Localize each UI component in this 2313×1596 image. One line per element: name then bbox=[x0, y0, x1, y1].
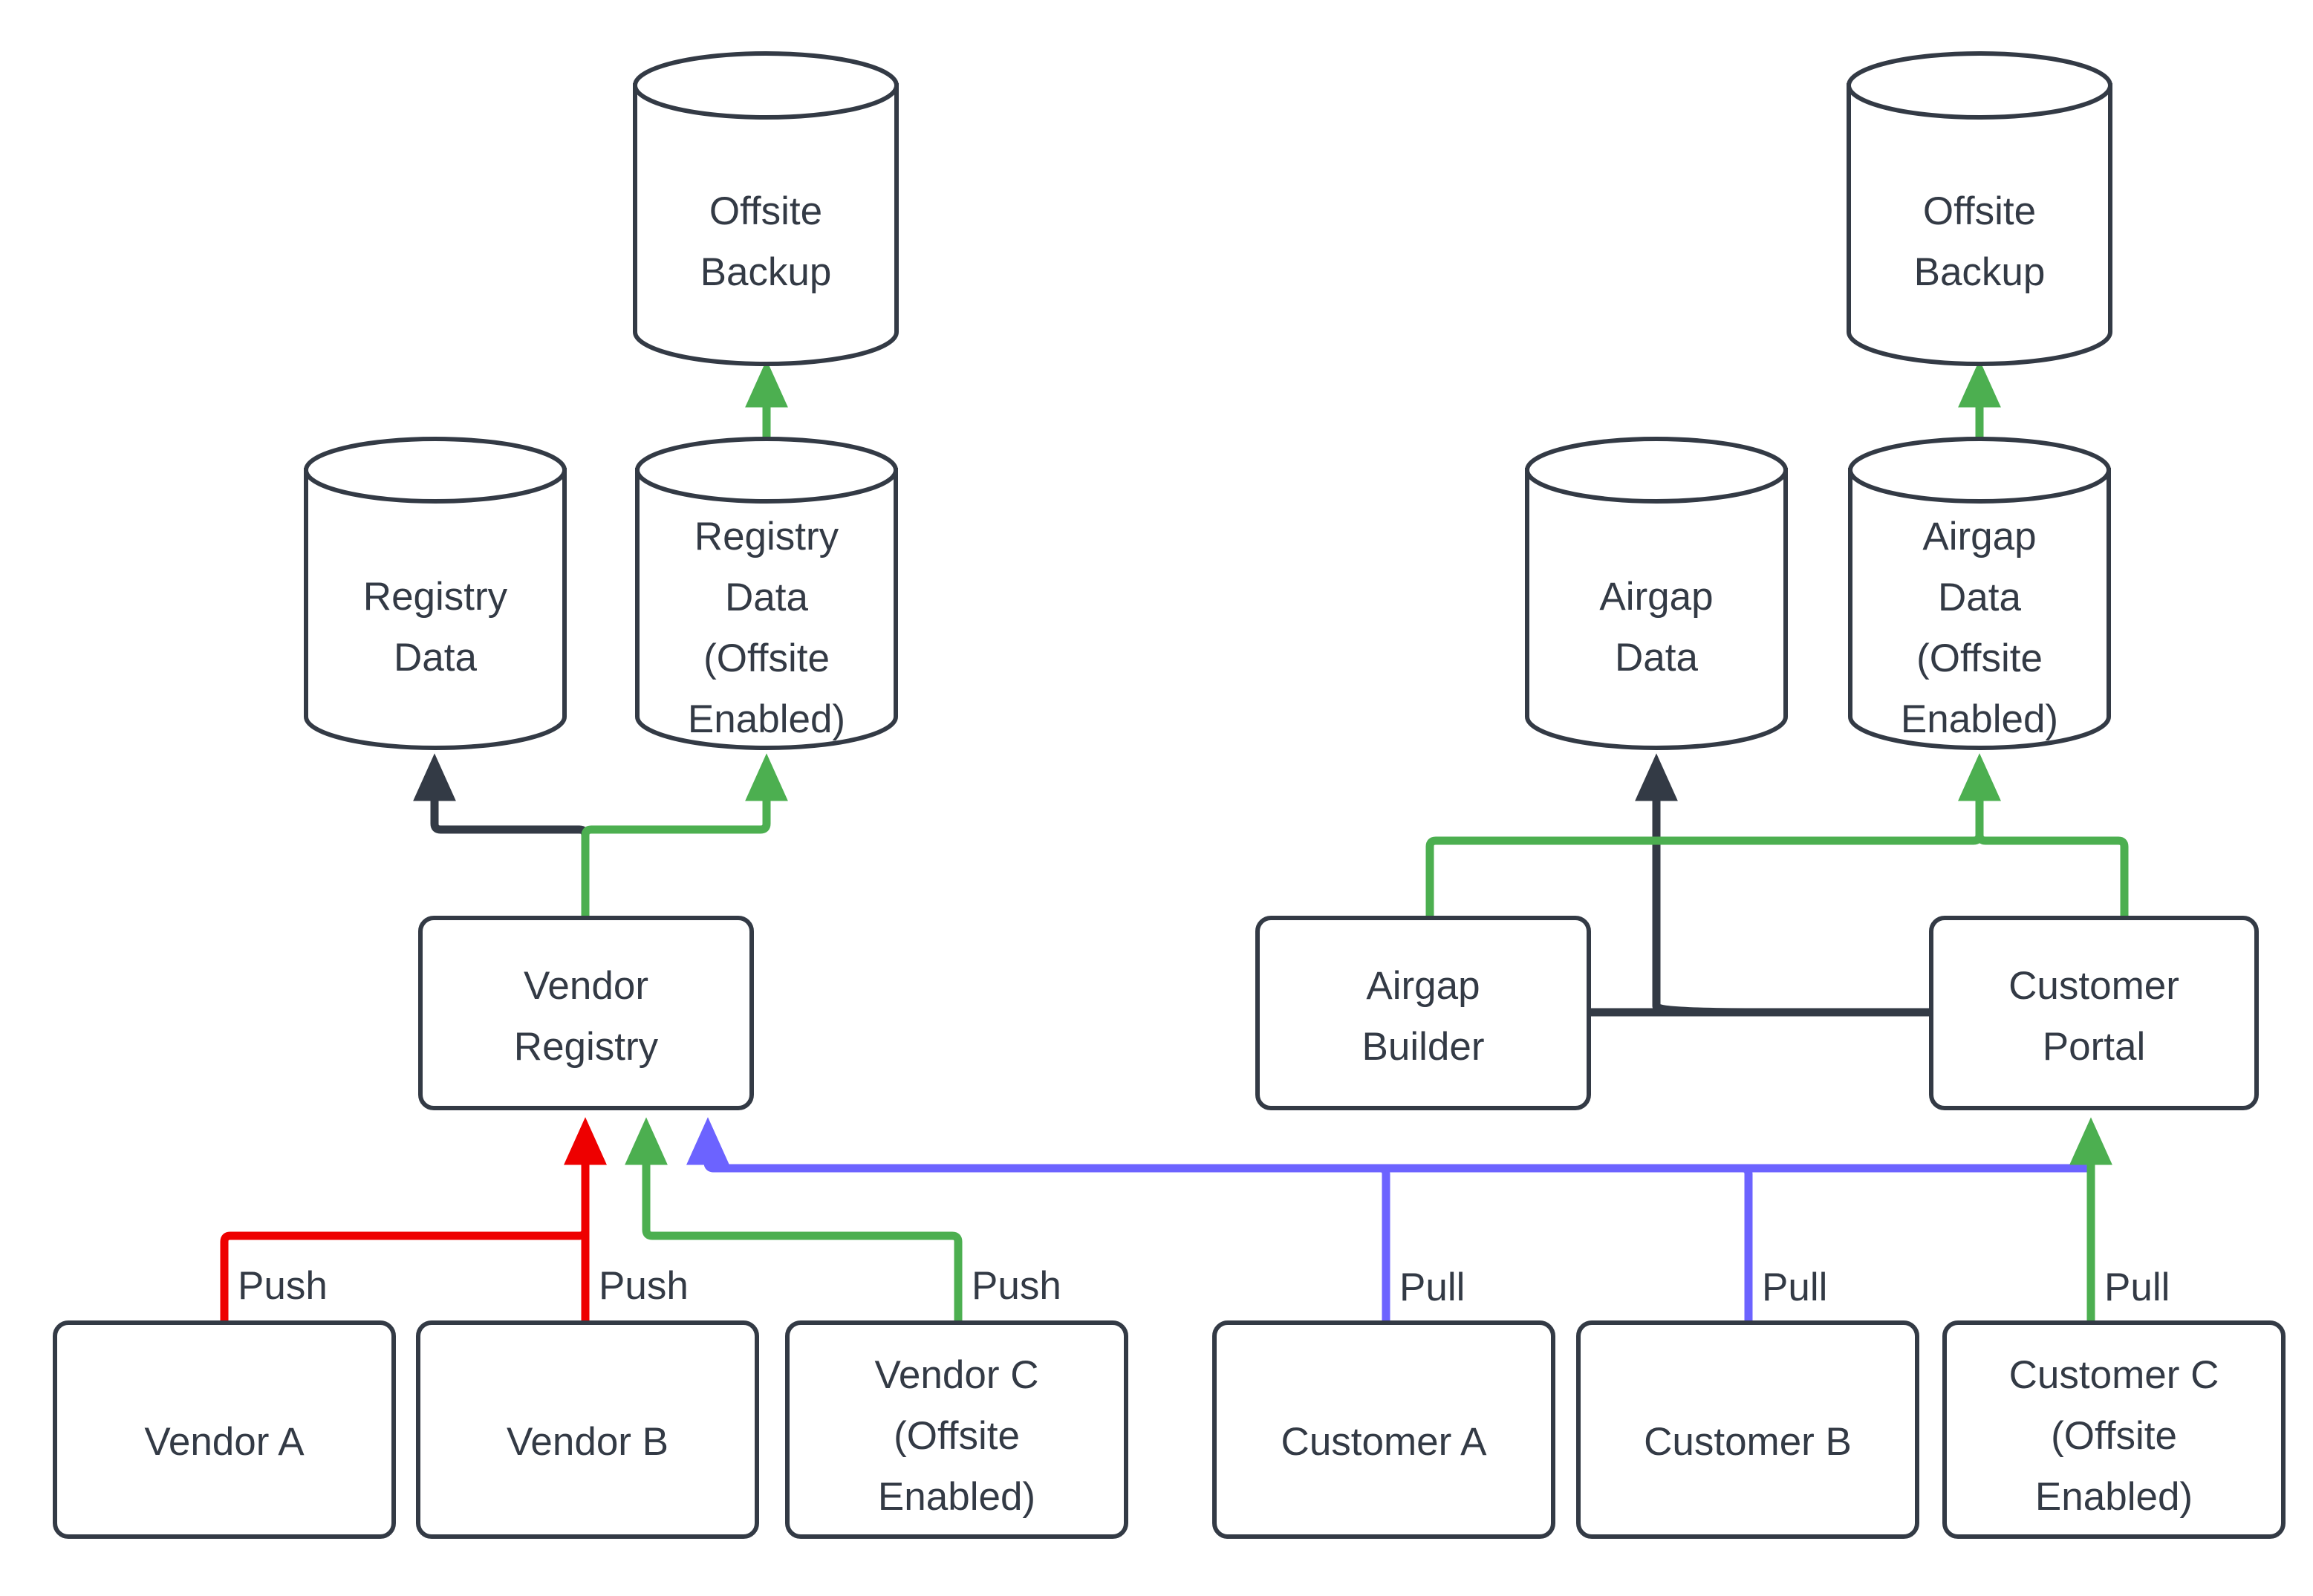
node-registry-data-offsite[interactable]: Registry Data (Offsite Enabled) bbox=[635, 437, 898, 750]
node-label-line: Enabled) bbox=[878, 1475, 1035, 1519]
edge-vendor-registry-to-registry-data bbox=[413, 753, 590, 916]
node-vendor-b[interactable]: Vendor B bbox=[416, 1320, 759, 1539]
node-label-line: (Offsite bbox=[894, 1414, 1020, 1458]
edge-label-pull-customer-a: Pull bbox=[1399, 1266, 1465, 1309]
node-label-line: Enabled) bbox=[1901, 697, 2058, 741]
edge-label-push-vendor-b: Push bbox=[599, 1264, 689, 1308]
node-label-line: Registry bbox=[363, 575, 508, 619]
node-registry-data[interactable]: Registry Data bbox=[304, 437, 567, 750]
node-offsite-backup-right[interactable]: Offsite Backup bbox=[1847, 51, 2112, 366]
node-airgap-builder[interactable]: Airgap Builder bbox=[1255, 916, 1591, 1110]
node-airgap-data-offsite[interactable]: Airgap Data (Offsite Enabled) bbox=[1848, 437, 2111, 750]
node-label-line: (Offsite bbox=[2051, 1414, 2177, 1458]
node-label-line: Data bbox=[725, 576, 808, 619]
node-label-line: Airgap bbox=[1922, 515, 2036, 558]
node-label-line: Airgap bbox=[1366, 964, 1480, 1008]
node-label-line: Customer A bbox=[1281, 1420, 1488, 1464]
node-label-line: Offsite bbox=[1923, 189, 2036, 233]
edge-label-pull-customer-b: Pull bbox=[1762, 1266, 1827, 1309]
node-label-line: Customer C bbox=[2009, 1353, 2219, 1397]
node-label-line: Enabled) bbox=[688, 697, 845, 741]
node-label-line: (Offsite bbox=[703, 636, 830, 680]
edge-vendor-registry-to-registry-data-offsite bbox=[581, 753, 788, 916]
node-vendor-c[interactable]: Vendor C (Offsite Enabled) bbox=[785, 1320, 1128, 1539]
node-customer-b[interactable]: Customer B bbox=[1576, 1320, 1919, 1539]
edge-vendor-c-to-vendor-registry bbox=[625, 1117, 963, 1320]
node-label-line: Portal bbox=[2043, 1025, 2145, 1069]
edge-label-pull-customer-c: Pull bbox=[2104, 1266, 2170, 1309]
node-vendor-registry[interactable]: Vendor Registry bbox=[418, 916, 754, 1110]
node-label-line: Customer B bbox=[1644, 1420, 1852, 1464]
edge-label-push-vendor-c: Push bbox=[972, 1264, 1061, 1308]
node-label-line: Vendor B bbox=[507, 1420, 668, 1464]
node-customer-a[interactable]: Customer A bbox=[1212, 1320, 1555, 1539]
node-label-line: Offsite bbox=[709, 189, 822, 233]
edge-label-push-vendor-a: Push bbox=[238, 1264, 328, 1308]
node-label-line: Vendor C bbox=[875, 1353, 1039, 1397]
node-customer-portal[interactable]: Customer Portal bbox=[1929, 916, 2259, 1110]
edge-airgap-builder-to-airgap-data-offsite bbox=[1425, 753, 2001, 916]
node-label-line: Data bbox=[394, 636, 477, 680]
node-label-line: Vendor bbox=[524, 964, 648, 1008]
node-label-line: Backup bbox=[1914, 250, 2046, 294]
node-label-line: Backup bbox=[700, 250, 832, 294]
node-label-line: Enabled) bbox=[2035, 1475, 2193, 1519]
node-offsite-backup-left[interactable]: Offsite Backup bbox=[633, 51, 899, 366]
node-customer-c[interactable]: Customer C (Offsite Enabled) bbox=[1942, 1320, 2286, 1539]
node-label-line: Airgap bbox=[1599, 575, 1713, 619]
node-label-line: Registry bbox=[694, 515, 839, 558]
edge-customer-portal-to-airgap-data-offsite bbox=[1958, 753, 2129, 916]
node-label-line: Builder bbox=[1362, 1025, 1485, 1069]
node-label-line: Registry bbox=[514, 1025, 659, 1069]
edge-to-airgap-data bbox=[1635, 753, 1755, 1017]
node-vendor-a[interactable]: Vendor A bbox=[53, 1320, 396, 1539]
node-label-line: Data bbox=[1938, 576, 2021, 619]
node-label-line: Data bbox=[1615, 636, 1698, 680]
node-airgap-data[interactable]: Airgap Data bbox=[1525, 437, 1788, 750]
edge-customer-b-to-vendor-registry bbox=[686, 1117, 1753, 1320]
node-label-line: (Offsite bbox=[1916, 636, 2043, 680]
node-label-line: Customer bbox=[2008, 964, 2179, 1008]
node-label-line: Vendor A bbox=[144, 1420, 305, 1464]
